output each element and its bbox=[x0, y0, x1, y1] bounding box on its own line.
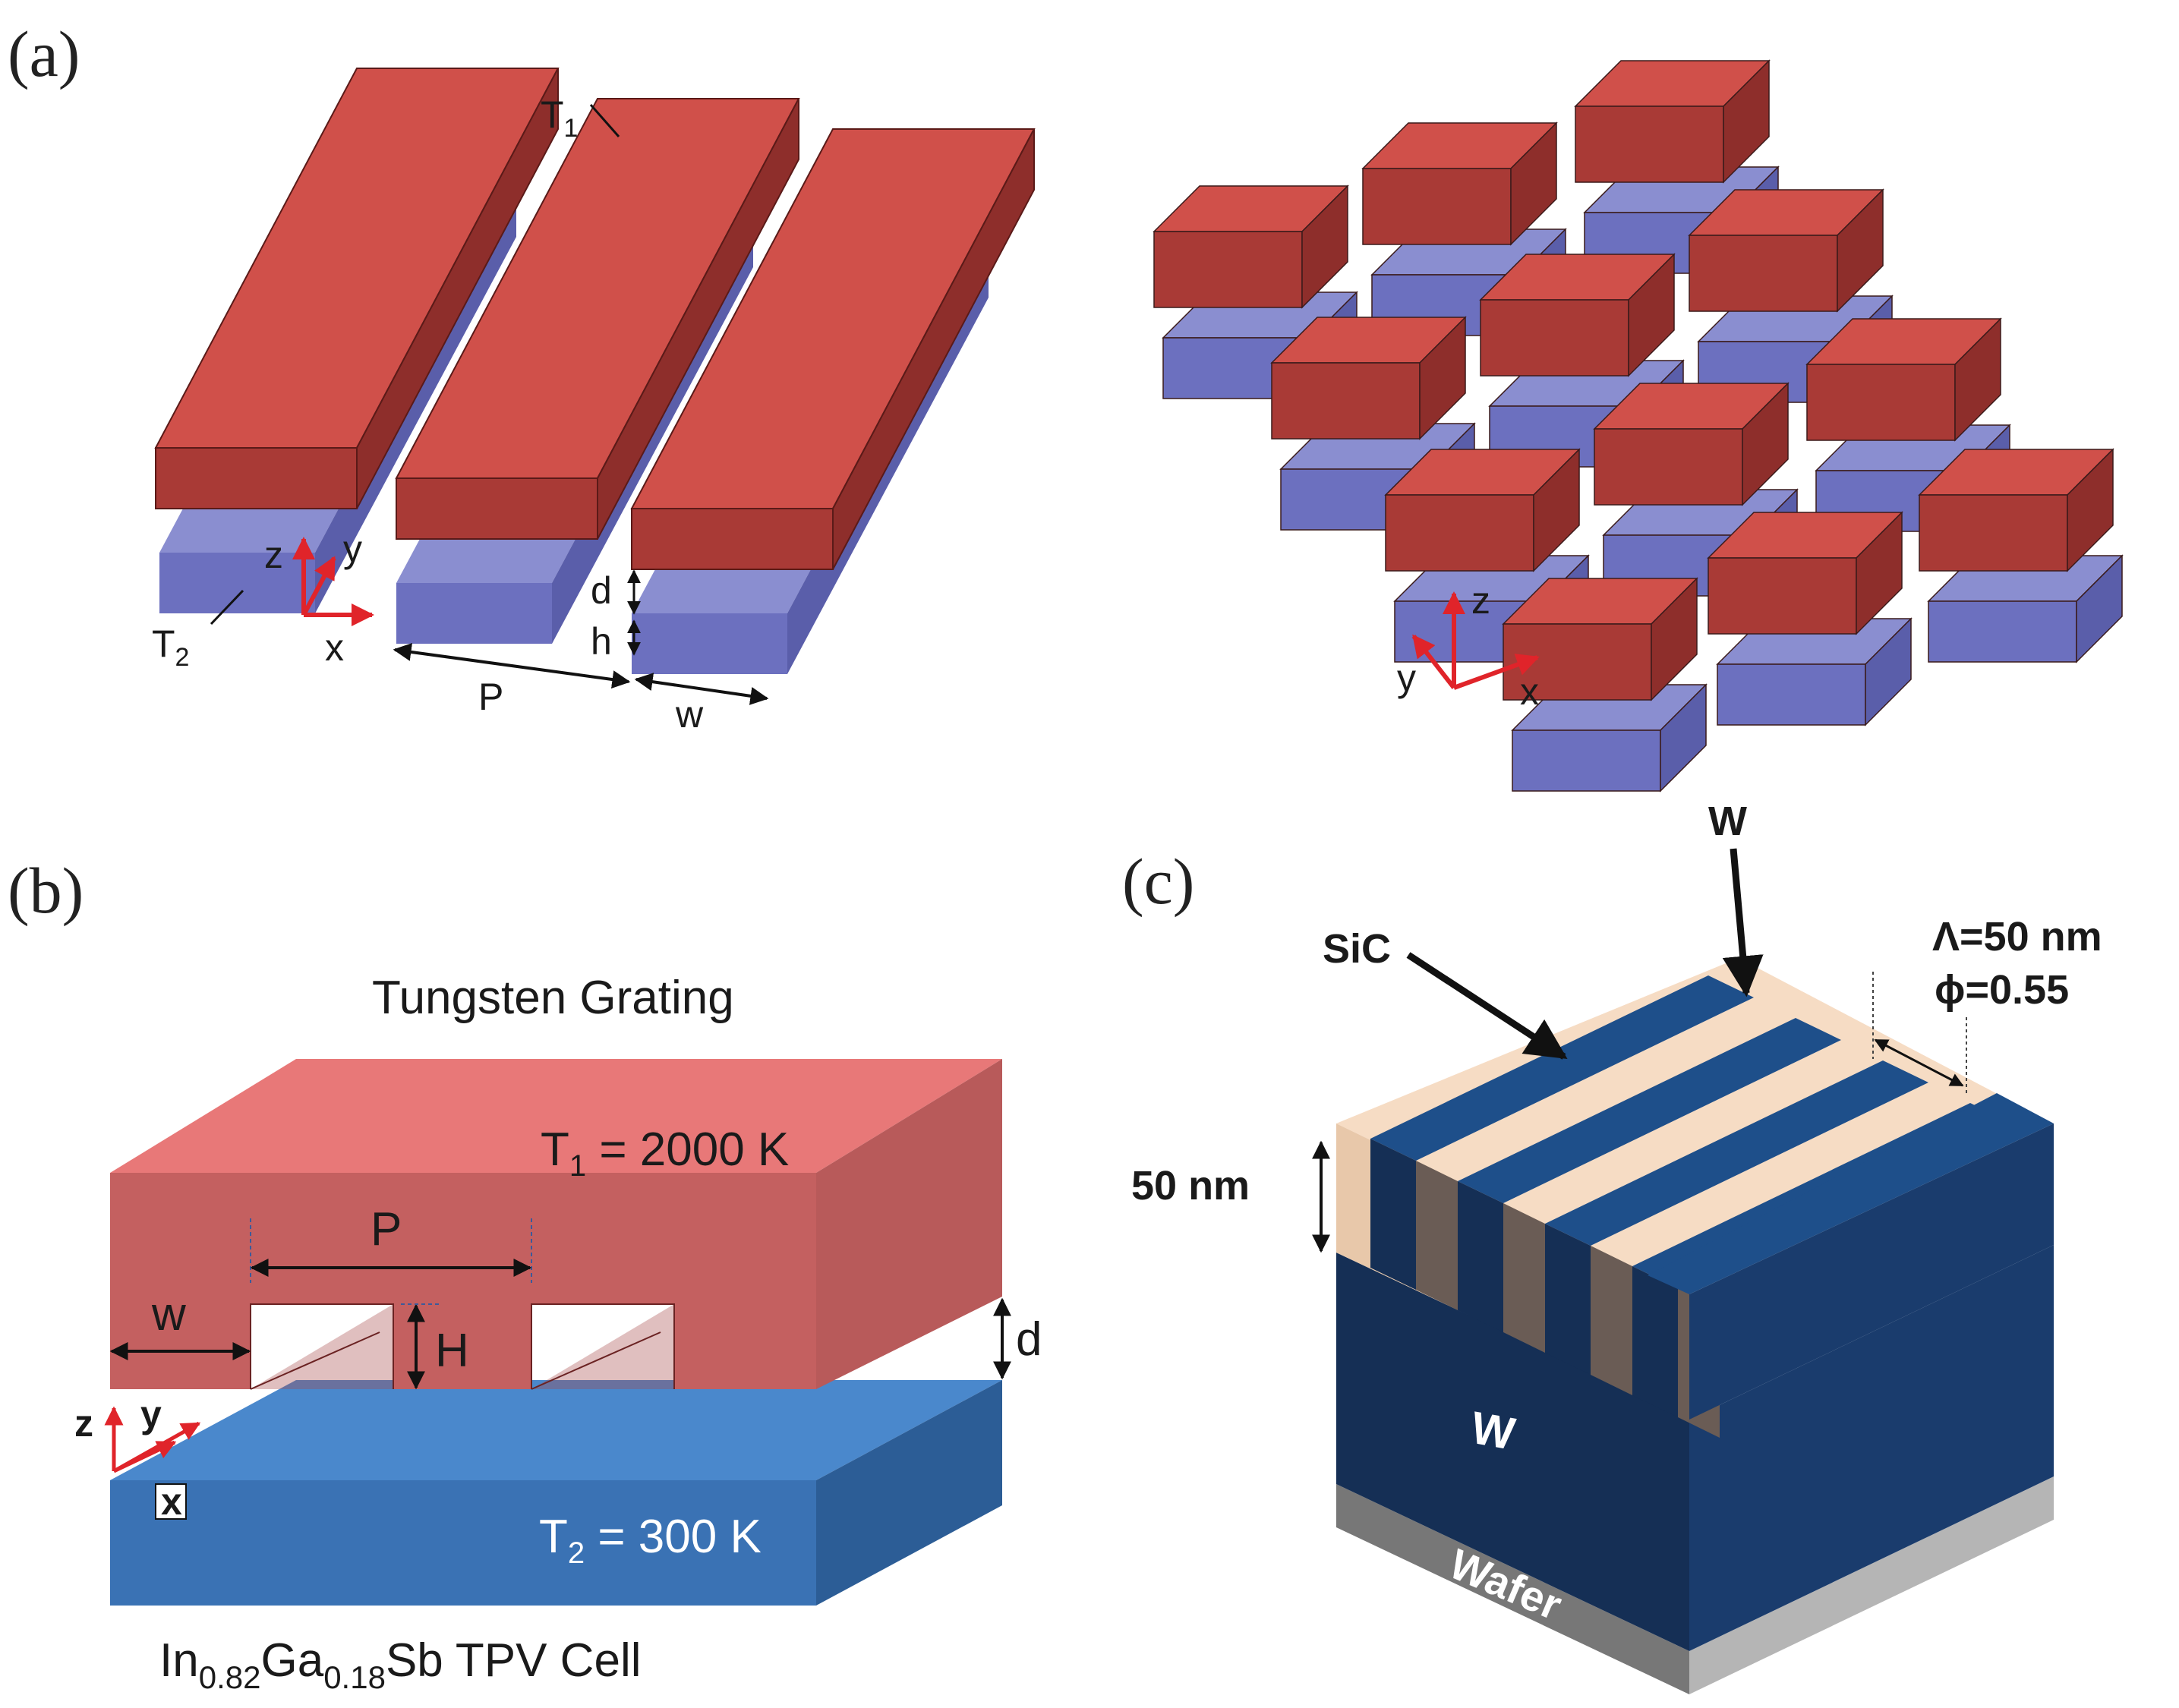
red-cube-front bbox=[1708, 557, 1857, 635]
red-cube-front bbox=[1806, 364, 1956, 441]
t2-leader bbox=[210, 589, 244, 626]
w-base-right bbox=[1689, 1245, 2054, 1651]
axis-y-label-b: y bbox=[140, 1393, 162, 1435]
p-dimension bbox=[393, 643, 631, 689]
blue-slab-front bbox=[1928, 600, 2077, 663]
red-cube-front bbox=[1362, 168, 1512, 245]
lambda-label: Λ=50 nm bbox=[1932, 914, 2102, 960]
t2-value-label: T2 = 300 K bbox=[539, 1511, 762, 1570]
sic-groove-wall bbox=[1416, 1161, 1458, 1310]
red-cube-side bbox=[1837, 188, 1884, 313]
h-label: h bbox=[591, 620, 612, 663]
panel-b-label: (b) bbox=[8, 854, 84, 927]
wafer-right bbox=[1689, 1476, 2054, 1694]
w-ridge-top bbox=[1458, 1018, 1841, 1203]
w-ridge-top bbox=[1545, 1060, 1928, 1246]
red-cube-side bbox=[1510, 121, 1557, 246]
sic-arrow bbox=[1406, 952, 1568, 1060]
sic-groove-wall bbox=[1591, 1246, 1632, 1395]
axis-x-label: x bbox=[325, 626, 344, 669]
blue-slab-side bbox=[1865, 617, 1912, 726]
red-cube-side bbox=[1301, 184, 1348, 309]
t1-leader bbox=[589, 104, 620, 137]
t1-value-label: T1 = 2000 K bbox=[541, 1123, 789, 1183]
w-top-arrow bbox=[1722, 848, 1764, 997]
w-base-left bbox=[1336, 1253, 1689, 1651]
red-cube-front bbox=[1689, 235, 1838, 312]
w-right-block-top bbox=[1648, 1093, 2054, 1294]
axis-y-label: y bbox=[343, 528, 362, 570]
blue-slab-side bbox=[2076, 554, 2123, 663]
red-cube-front bbox=[1271, 362, 1421, 440]
wafer-left bbox=[1336, 1484, 1689, 1694]
red-stripe-3 bbox=[630, 128, 1036, 570]
tpv-cell bbox=[110, 1380, 1002, 1606]
p-label-b: P bbox=[371, 1203, 402, 1256]
d-label-b: d bbox=[1016, 1313, 1042, 1366]
t1-label: T1 bbox=[541, 93, 578, 143]
panel-c: Wafer W W SiC Λ=50 nm ϕ=0.55 50 nm bbox=[1131, 799, 2102, 1694]
red-cube-side bbox=[1419, 316, 1466, 440]
blue-slab-front bbox=[1512, 730, 1661, 792]
panel-b: Tungsten Grating T1 = 2000 K T2 = 300 K … bbox=[74, 972, 1042, 1695]
phi-label: ϕ=0.55 bbox=[1935, 967, 2069, 1013]
w-dimension bbox=[634, 673, 769, 705]
w-ridge-front bbox=[1458, 1181, 1503, 1332]
axis-z-label: z bbox=[264, 534, 283, 576]
red-cube-front bbox=[1385, 494, 1534, 572]
w-ridges bbox=[1370, 975, 2054, 1438]
red-cube-front bbox=[1594, 428, 1743, 506]
w-ridge-top bbox=[1370, 975, 1754, 1161]
w-ridge-front bbox=[1632, 1266, 1678, 1417]
axes-b: z y x bbox=[74, 1393, 201, 1523]
t2-label: T2 bbox=[152, 622, 189, 672]
red-cube-side bbox=[1628, 253, 1675, 377]
red-cube-front bbox=[1575, 106, 1724, 183]
axis-x-label-b: x bbox=[161, 1480, 182, 1523]
w-label-b: w bbox=[151, 1288, 186, 1341]
panel-a-label: (a) bbox=[8, 17, 80, 90]
red-cube-front bbox=[1153, 231, 1303, 308]
panel-a-right bbox=[1153, 59, 2124, 793]
red-cube-side bbox=[1533, 448, 1580, 572]
red-cube-front bbox=[1919, 494, 2068, 572]
w-label: w bbox=[675, 693, 704, 736]
red-stripe-2 bbox=[395, 98, 800, 540]
thickness-label: 50 nm bbox=[1131, 1163, 1250, 1209]
panel-a-left: T1 T2 z y x d h P w bbox=[152, 68, 1036, 736]
red-cube-side bbox=[1856, 511, 1903, 635]
p-label: P bbox=[478, 676, 503, 718]
w-top-label: W bbox=[1708, 799, 1747, 844]
red-cube-side bbox=[2067, 448, 2114, 572]
axis-z-label-right: z bbox=[1471, 579, 1490, 622]
tungsten-grating-title: Tungsten Grating bbox=[372, 972, 734, 1024]
axis-x-label-right: x bbox=[1520, 670, 1539, 713]
tungsten-grating bbox=[110, 1059, 1002, 1390]
blue-slab-side bbox=[1660, 683, 1707, 793]
red-cube-side bbox=[1651, 577, 1698, 701]
w-body-label: W bbox=[1468, 1402, 1519, 1460]
panel-c-label: (c) bbox=[1122, 845, 1194, 918]
axis-z-label-b: z bbox=[74, 1402, 93, 1445]
red-stripe-1 bbox=[154, 68, 560, 509]
axis-y-label-right: y bbox=[1397, 657, 1416, 699]
axes-a-left: z y x bbox=[264, 528, 374, 669]
w-ridge-front bbox=[1370, 1139, 1416, 1290]
w-right-block bbox=[1689, 1123, 2054, 1420]
lambda-dimension bbox=[1874, 1038, 1964, 1087]
red-cube-front bbox=[1480, 299, 1629, 377]
axes-a-right: z y x bbox=[1397, 579, 1540, 713]
red-cube-side bbox=[1954, 317, 2001, 442]
d-label: d bbox=[591, 569, 612, 612]
blue-slab-front bbox=[1717, 663, 1866, 726]
red-cube-side bbox=[1723, 59, 1770, 184]
sic-groove-wall bbox=[1503, 1203, 1545, 1353]
tpv-cell-caption: In0.82Ga0.18Sb TPV Cell bbox=[159, 1634, 642, 1695]
red-cube-side bbox=[1742, 382, 1789, 506]
w-ridge-front bbox=[1545, 1224, 1591, 1375]
h-label-b: H bbox=[435, 1325, 469, 1377]
sic-label: SiC bbox=[1323, 926, 1391, 972]
